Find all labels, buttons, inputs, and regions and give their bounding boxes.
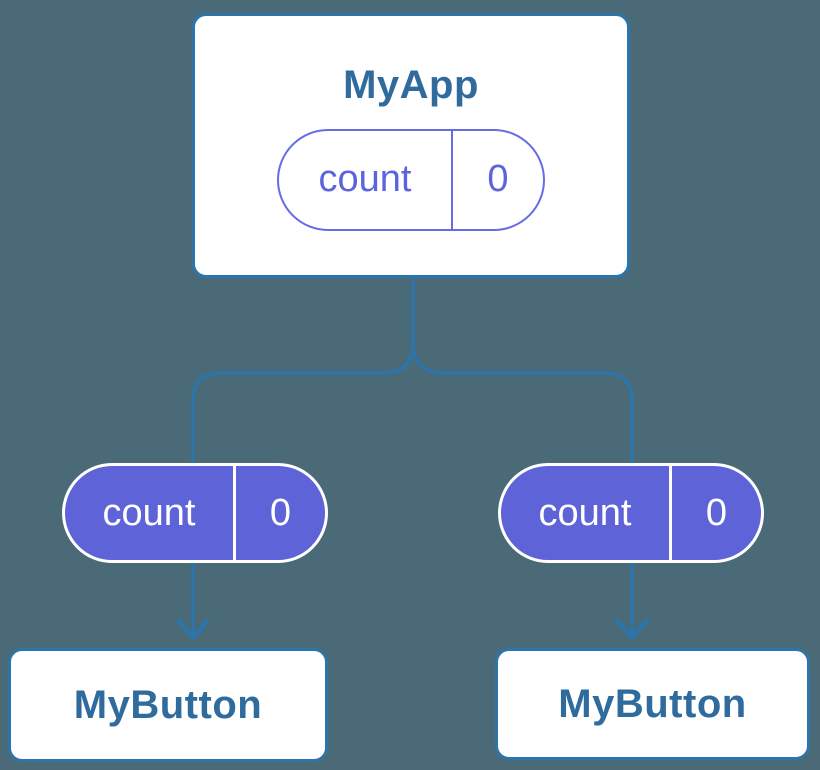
node-mybutton-left: MyButton (8, 648, 328, 762)
state-pill-myapp: count 0 (277, 128, 545, 231)
state-value: 0 (705, 491, 728, 534)
arrow-down-right-icon (615, 618, 649, 641)
state-label: count (65, 466, 236, 560)
arrow-down-left-icon (176, 618, 210, 641)
connector-branch-left (191, 341, 415, 634)
node-title: MyButton (558, 682, 747, 726)
state-pill-child-left: count 0 (62, 463, 328, 563)
node-title: MyButton (73, 683, 263, 727)
state-pill-child-right: count 0 (498, 463, 764, 563)
state-label: count (279, 130, 453, 229)
node-mybutton-right: MyButton (495, 648, 810, 760)
node-title: MyApp (343, 62, 479, 107)
state-label: count (501, 466, 672, 560)
state-value: 0 (269, 491, 292, 534)
state-value: 0 (487, 158, 509, 200)
node-myapp: MyApp count 0 (192, 13, 630, 278)
connector-branch-right (411, 341, 634, 634)
